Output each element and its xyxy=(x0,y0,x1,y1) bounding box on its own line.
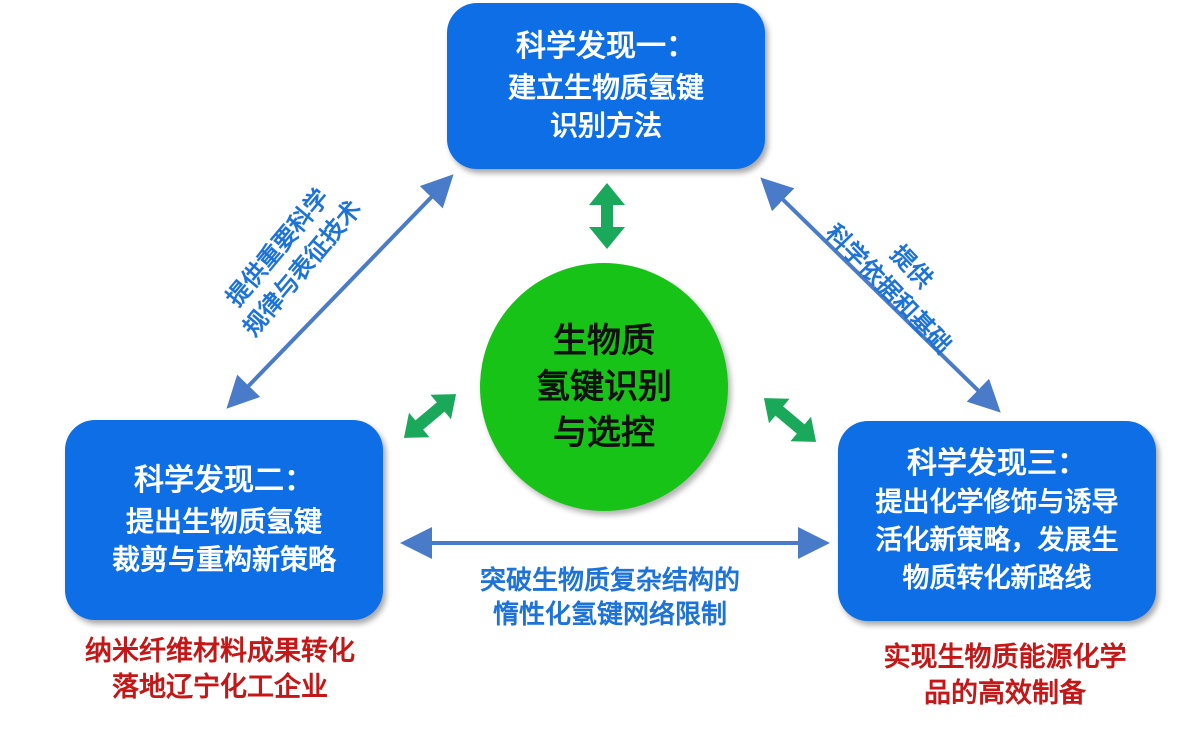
outcome-right-line: 实现生物质能源化学 xyxy=(883,642,1127,673)
discovery-one-line: 识别方法 xyxy=(549,109,662,142)
discovery-two-line: 提出生物质氢键 xyxy=(125,505,322,538)
discovery-two-title: 科学发现二： xyxy=(134,463,314,498)
outcome-left: 纳米纤维材料成果转化 落地辽宁化工企业 xyxy=(30,634,410,706)
discovery-two-box: 科学发现二： 提出生物质氢键 裁剪与重构新策略 xyxy=(65,420,383,620)
outcome-right: 实现生物质能源化学 品的高效制备 xyxy=(835,640,1175,712)
outcome-right-line: 品的高效制备 xyxy=(924,678,1086,709)
center-line: 与选控 xyxy=(553,413,655,453)
discovery-three-line: 活化新策略，发展生 xyxy=(875,525,1119,556)
discovery-two-line: 裁剪与重构新策略 xyxy=(111,543,336,576)
outcome-left-line: 落地辽宁化工企业 xyxy=(112,672,328,703)
center-line: 氢键识别 xyxy=(536,367,672,407)
green-arrow-left xyxy=(403,394,457,438)
arrow-box1-box2 xyxy=(226,174,454,409)
discovery-one-line: 建立生物质氢键 xyxy=(507,71,704,104)
center-line: 生物质 xyxy=(553,321,655,361)
edge-label-bottom: 突破生物质复杂结构的 惰性化氢键网络限制 xyxy=(400,564,820,632)
discovery-three-title: 科学发现三： xyxy=(907,446,1087,481)
discovery-one-box: 科学发现一： 建立生物质氢键 识别方法 xyxy=(447,3,765,169)
edge-label-bottom-line: 突破生物质复杂结构的 xyxy=(479,566,740,596)
discovery-three-line: 提出化学修饰与诱导 xyxy=(875,487,1119,518)
center-circle: 生物质 氢键识别 与选控 xyxy=(480,263,728,511)
edge-label-bottom-line: 惰性化氢键网络限制 xyxy=(492,600,727,630)
outcome-left-line: 纳米纤维材料成果转化 xyxy=(85,636,355,667)
discovery-three-line: 物质转化新路线 xyxy=(902,563,1092,594)
discovery-one-title: 科学发现一： xyxy=(516,29,696,64)
green-arrow-right xyxy=(763,398,817,442)
discovery-three-box: 科学发现三： 提出化学修饰与诱导 活化新策略，发展生 物质转化新路线 xyxy=(838,421,1156,621)
green-arrow-top xyxy=(589,183,625,249)
arrow-box1-box3 xyxy=(760,177,1001,413)
